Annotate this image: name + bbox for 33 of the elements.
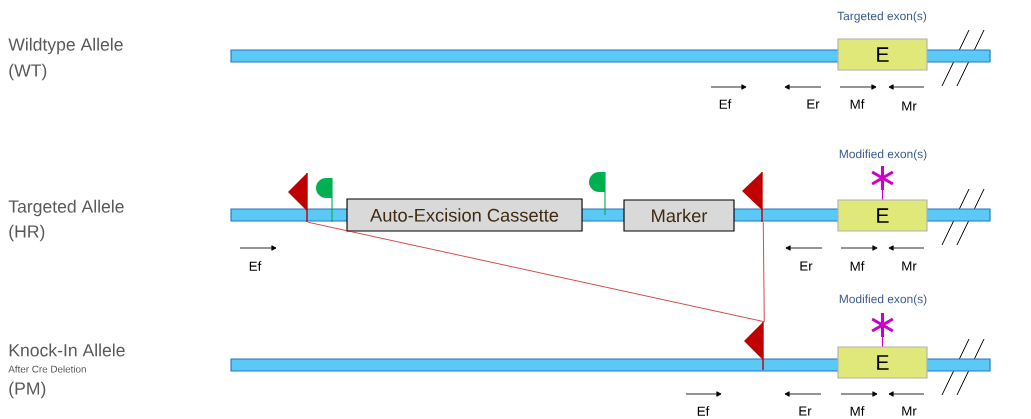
exon-label: Targeted exon(s) — [837, 11, 927, 23]
exon-box: E — [837, 346, 928, 379]
cassette-box: Auto-Excision Cassette — [346, 198, 583, 232]
primer-label: Ef — [719, 99, 732, 109]
primer-label: Mr — [902, 261, 917, 271]
chromosome-bar — [230, 49, 991, 63]
allele-label: Knock-In Allele — [9, 343, 125, 357]
exon-box: E — [837, 38, 928, 71]
deletion-line — [307, 221, 765, 323]
primer-label: Ef — [697, 406, 710, 416]
allele-label: Wildtype Allele — [8, 37, 123, 55]
primer-label: Er — [800, 261, 813, 271]
primer-label: Mr — [902, 101, 917, 111]
allele-note: After Cre Deletion — [8, 365, 86, 373]
exon-label: Modified exon(s) — [839, 294, 927, 306]
primer-label: Ef — [249, 261, 262, 271]
allele-label: (HR) — [9, 224, 45, 242]
primer-label: Er — [799, 406, 812, 416]
allele-label: (PM) — [9, 381, 46, 399]
flag — [742, 171, 763, 223]
exon-label: Modified exon(s) — [839, 149, 927, 161]
marker-box: Marker — [623, 199, 735, 232]
primer-label: Mr — [902, 406, 917, 416]
exon-box: E — [837, 199, 928, 232]
primer-label: Mf — [850, 99, 865, 109]
allele-label: (WT) — [9, 63, 47, 81]
deletion-line — [762, 221, 765, 323]
flag — [744, 321, 764, 371]
primer-label: Er — [807, 99, 820, 109]
primer-label: Mf — [850, 261, 865, 271]
flag — [288, 172, 308, 223]
allele-label: Targeted Allele — [8, 199, 124, 217]
primer-label: Mf — [850, 406, 865, 416]
